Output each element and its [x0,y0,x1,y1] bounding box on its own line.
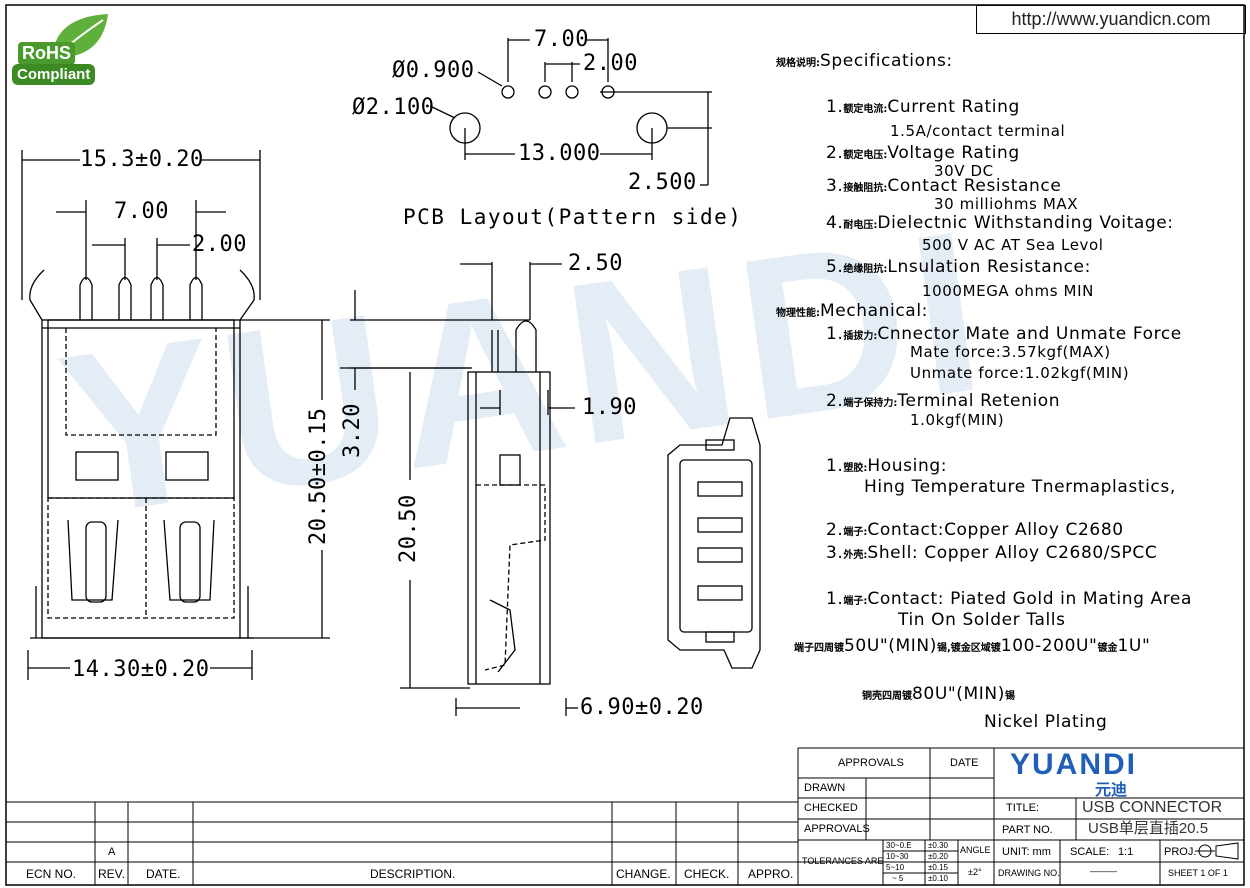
tb-part-label: PART NO. [1002,824,1053,836]
tb-proj-label: PROJ. [1164,846,1197,858]
pcb-layout-graphic [429,38,712,186]
mech-item-1: 1.插拔力:Cnnector Mate and Unmate Force [826,324,1182,344]
spec-item-1: 1.额定电流:Current Rating [826,97,1020,117]
rev-change-header: CHANGE. [616,867,671,881]
rev-appro-header: APPRO. [748,867,794,881]
side-pin-width: 2.50 [568,251,623,276]
tb-title-value: USB CONNECTOR [1082,799,1223,816]
front-width-bottom: 14.30±0.20 [72,657,210,682]
mech-item-1-v2: Unmate force:1.02kgf(MIN) [910,364,1130,382]
tb-tol-val-1: ±0.30 [928,841,948,850]
compliant-label: Compliant [12,64,96,85]
plating-cn-line-1: 端子四周镀50U"(MIN)锡,镀金区域镀100-200U"镀金1U" [794,636,1151,656]
tb-approvals: APPROVALS [804,823,870,835]
nickel-plating: Nickel Plating [984,712,1108,732]
tb-drawn: DRAWN [804,782,846,794]
spec-item-5-value: 1000MEGA ohms MIN [922,282,1094,300]
tb-tol-val-4: ±0.10 [928,874,948,883]
mech-item-2-v1: 1.0kgf(MIN) [910,411,1005,429]
pcb-pitch-inner: 2.00 [583,51,638,76]
tb-scale-value: 1:1 [1118,846,1134,858]
spec-item-5: 5.绝缘阻抗:Lnsulation Resistance: [826,257,1091,277]
plating-value: Tin On Solder Talls [898,610,1066,630]
spec-item-2-value: 30V DC [934,162,994,180]
pcb-layout-title: PCB Layout(Pattern side) [403,205,743,229]
mech-item-2: 2.端子保持力:Terminal Retenion [826,391,1061,411]
tb-scale-label: SCALE: [1070,846,1110,858]
housing-value: Hing Temperature Tnermaplastics, [864,477,1176,497]
tb-unit: UNIT: mm [1002,846,1051,858]
shell-item: 3.外壳:Shell: Copper Alloy C2680/SPCC [826,543,1158,563]
rohs-label: RoHS [18,42,75,65]
rev-rev-header: REV. [98,867,125,881]
front-view-graphic [21,150,330,680]
tb-drawing-label: DRAWING NO. [998,868,1060,878]
tb-checked: CHECKED [804,802,858,814]
side-pin-offset: 1.90 [582,395,637,420]
side-view-graphic [340,262,578,716]
tb-angle: ANGLE [960,845,991,855]
mech-heading: 物理性能:Mechanical: [776,301,928,321]
front-pitch-outer: 7.00 [114,199,169,224]
plating-item: 1.端子:Contact: Piated Gold in Mating Area [826,589,1192,609]
mech-item-1-v1: Mate force:3.57kgf(MAX) [910,343,1111,361]
spec-item-2: 2.额定电压:Voltage Rating [826,143,1020,163]
plating-cn-line-2: 铜壳四周镀80U"(MIN)锡 [862,684,1015,704]
tb-tolerances: TOLERANCES ARE [802,856,884,866]
pcb-offset: 2.500 [628,170,697,195]
pcb-span: 13.000 [518,141,601,166]
pcb-pitch-outer: 7.00 [534,27,589,52]
tb-sheet: SHEET 1 OF 1 [1168,868,1228,878]
drawing-border [5,4,1245,886]
tb-part-value: USB单层直插20.5 [1088,820,1209,837]
tb-tol-range-4: ~ 5 [892,874,904,883]
side-depth: 6.90±0.20 [580,695,704,720]
spec-item-1-value: 1.5A/contact terminal [890,122,1066,140]
spec-item-4: 4.耐电压:Dielectnic Withstanding Voitage: [826,213,1174,233]
tb-tol-range-3: 5~10 [886,863,905,872]
yuandi-logo: YUANDI [1010,748,1138,781]
rev-description-header: DESCRIPTION. [370,867,456,881]
front-pitch-inner: 2.00 [192,232,247,257]
spec-item-3-value: 30 milliohms MAX [934,195,1079,213]
website-url: http://www.yuandicn.com [976,5,1246,34]
front-height: 20.50±0.15 [306,407,331,545]
yuandi-logo-cn: 元迪 [1095,780,1128,799]
connector-face-graphic [667,417,761,669]
front-width-top: 15.3±0.20 [80,147,204,172]
rohs-badge: RoHS Compliant [8,12,120,85]
side-pin-length: 3.20 [340,403,365,458]
title-block-grid [6,747,1244,885]
tb-tol-range-1: 30~0.E [886,841,912,850]
pcb-hole-small: Ø0.900 [392,58,475,83]
tb-approvals-header: APPROVALS [838,757,904,769]
tb-tol-val-3: ±0.15 [928,863,948,872]
tb-title-label: TITLE: [1006,802,1040,814]
side-height: 20.50 [396,494,421,563]
tb-tol-range-2: 10~30 [886,852,909,861]
rev-ecn-header: ECN NO. [26,867,77,881]
rev-date-header: DATE. [146,867,181,881]
tb-drawing-value: ——— [1090,866,1117,876]
pcb-hole-large: Ø2.100 [352,95,435,120]
rev-check-header: CHECK. [684,867,730,881]
spec-item-4-value: 500 V AC AT Sea Levol [922,236,1104,254]
rev-a: A [108,846,116,858]
tb-tol-val-2: ±0.20 [928,852,948,861]
spec-heading: 规格说明:Specifications: [776,51,953,71]
tb-date-header: DATE [950,757,979,769]
spec-item-3: 3.接触阻抗:Contact Resistance [826,176,1062,196]
contact-item: 2.端子:Contact:Copper Alloy C2680 [826,520,1124,540]
tb-angle-val: ±2° [968,867,982,877]
housing-item: 1.塑胶:Housing: [826,456,948,476]
